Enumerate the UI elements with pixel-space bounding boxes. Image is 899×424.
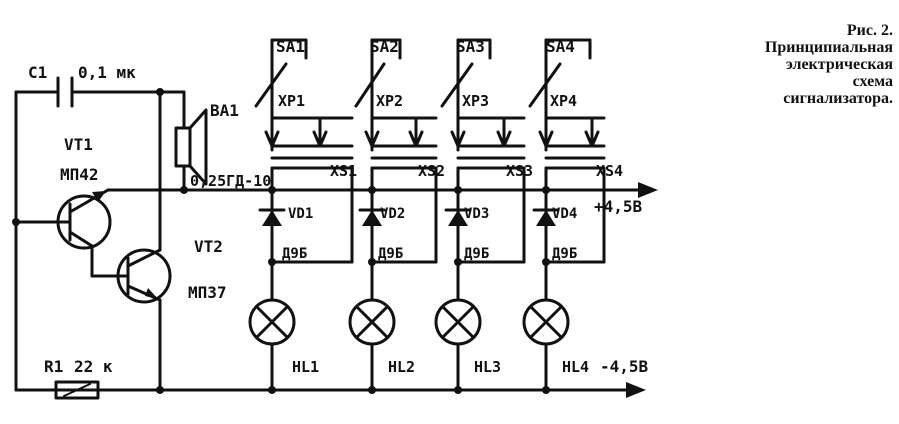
transistor-vt2 [116, 248, 172, 304]
label-sa1: SA1 [276, 37, 305, 56]
label-xs2: XS2 [418, 162, 445, 180]
caption-line-3: схема [852, 73, 893, 90]
label-xs1: XS1 [330, 162, 357, 180]
label-vd2-type: Д9Б [378, 246, 403, 262]
label-vd1: VD1 [288, 206, 313, 222]
capacitor-c1 [56, 76, 74, 108]
component-labels: C1 0,1 мк VT1 МП42 VT2 МП37 BA1 0,25ГД-1… [28, 37, 649, 376]
label-vd4-type: Д9Б [552, 246, 577, 262]
label-xp3: XP3 [462, 92, 489, 110]
caption-line-4: сигнализатора. [783, 90, 893, 107]
wiring [14, 90, 658, 398]
label-xs4: XS4 [596, 162, 623, 180]
label-xp1: XP1 [278, 92, 305, 110]
label-hl4: HL4 [562, 358, 589, 376]
caption-figure-number: Рис. 2. [846, 22, 893, 39]
label-xp2: XP2 [376, 92, 403, 110]
label-vt1-type: МП42 [60, 165, 99, 184]
transistor-vt1 [14, 188, 128, 278]
label-ba1-type: 0,25ГД-10 [190, 172, 271, 190]
label-vd3: VD3 [464, 206, 489, 222]
speaker-ba1 [174, 108, 208, 186]
resistor-r1 [54, 380, 100, 400]
label-minus-supply: -4,5В [600, 357, 649, 376]
label-vt2: VT2 [194, 237, 223, 256]
label-vd3-type: Д9Б [464, 246, 489, 262]
label-sa4: SA4 [546, 37, 575, 56]
label-vd2: VD2 [380, 206, 405, 222]
label-hl3: HL3 [474, 358, 501, 376]
label-xs3: XS3 [506, 162, 533, 180]
figure-caption: Рис. 2. Принципиальная электрическая схе… [673, 22, 893, 107]
caption-line-2: электрическая [785, 56, 893, 73]
junction-dots [12, 88, 550, 394]
caption-line-1: Принципиальная [764, 39, 893, 56]
label-vt1: VT1 [64, 135, 93, 154]
channel-2 [348, 38, 438, 392]
positive-bus-arrow [638, 182, 658, 198]
label-vt2-type: МП37 [188, 283, 227, 302]
label-xp4: XP4 [550, 92, 577, 110]
label-sa3: SA3 [456, 37, 485, 56]
label-ba1: BA1 [210, 101, 239, 120]
label-vd1-type: Д9Б [282, 246, 307, 262]
label-vd4: VD4 [552, 206, 577, 222]
channel-4 [522, 38, 606, 392]
label-r1: R1 [44, 357, 63, 376]
label-hl2: HL2 [388, 358, 415, 376]
negative-bus-arrow [626, 382, 646, 398]
label-hl1: HL1 [292, 358, 319, 376]
label-r1-value: 22 к [74, 357, 113, 376]
label-plus-supply: +4,5В [594, 197, 643, 216]
channel-3 [434, 38, 526, 392]
label-c1-value: 0,1 мк [78, 63, 136, 82]
label-c1: C1 [28, 63, 47, 82]
label-sa2: SA2 [370, 37, 399, 56]
